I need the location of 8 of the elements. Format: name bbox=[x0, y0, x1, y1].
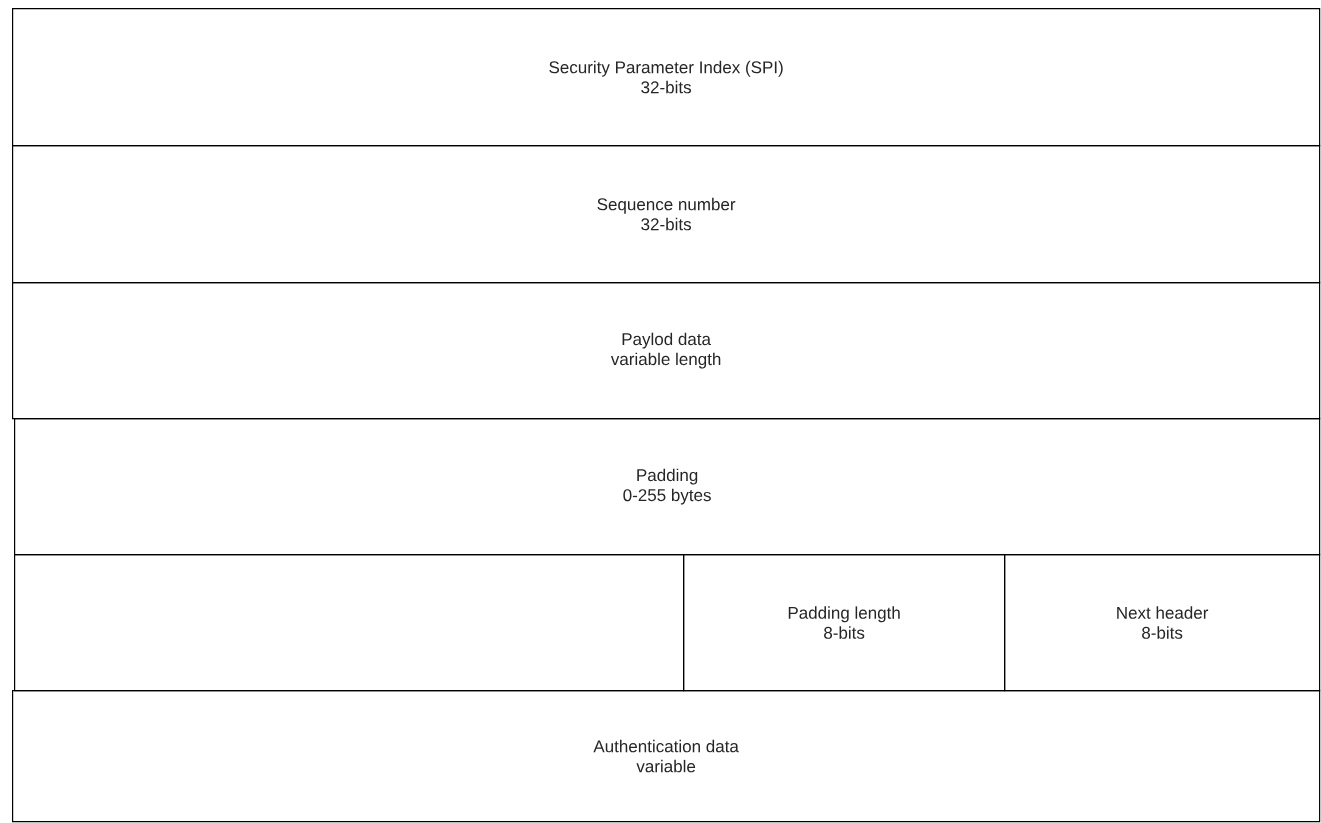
field-box: Authentication data variable bbox=[12, 690, 1321, 823]
field-box: Padding length 8-bits bbox=[683, 554, 1006, 692]
field-box: Security Parameter Index (SPI) 32-bits bbox=[12, 8, 1321, 147]
field-box: Next header 8-bits bbox=[1004, 554, 1321, 692]
field-box: Sequence number 32-bits bbox=[12, 145, 1321, 284]
empty-field-box bbox=[14, 554, 685, 692]
field-box: Paylod data variable length bbox=[12, 282, 1321, 420]
field-box: Padding 0-255 bytes bbox=[14, 418, 1321, 556]
